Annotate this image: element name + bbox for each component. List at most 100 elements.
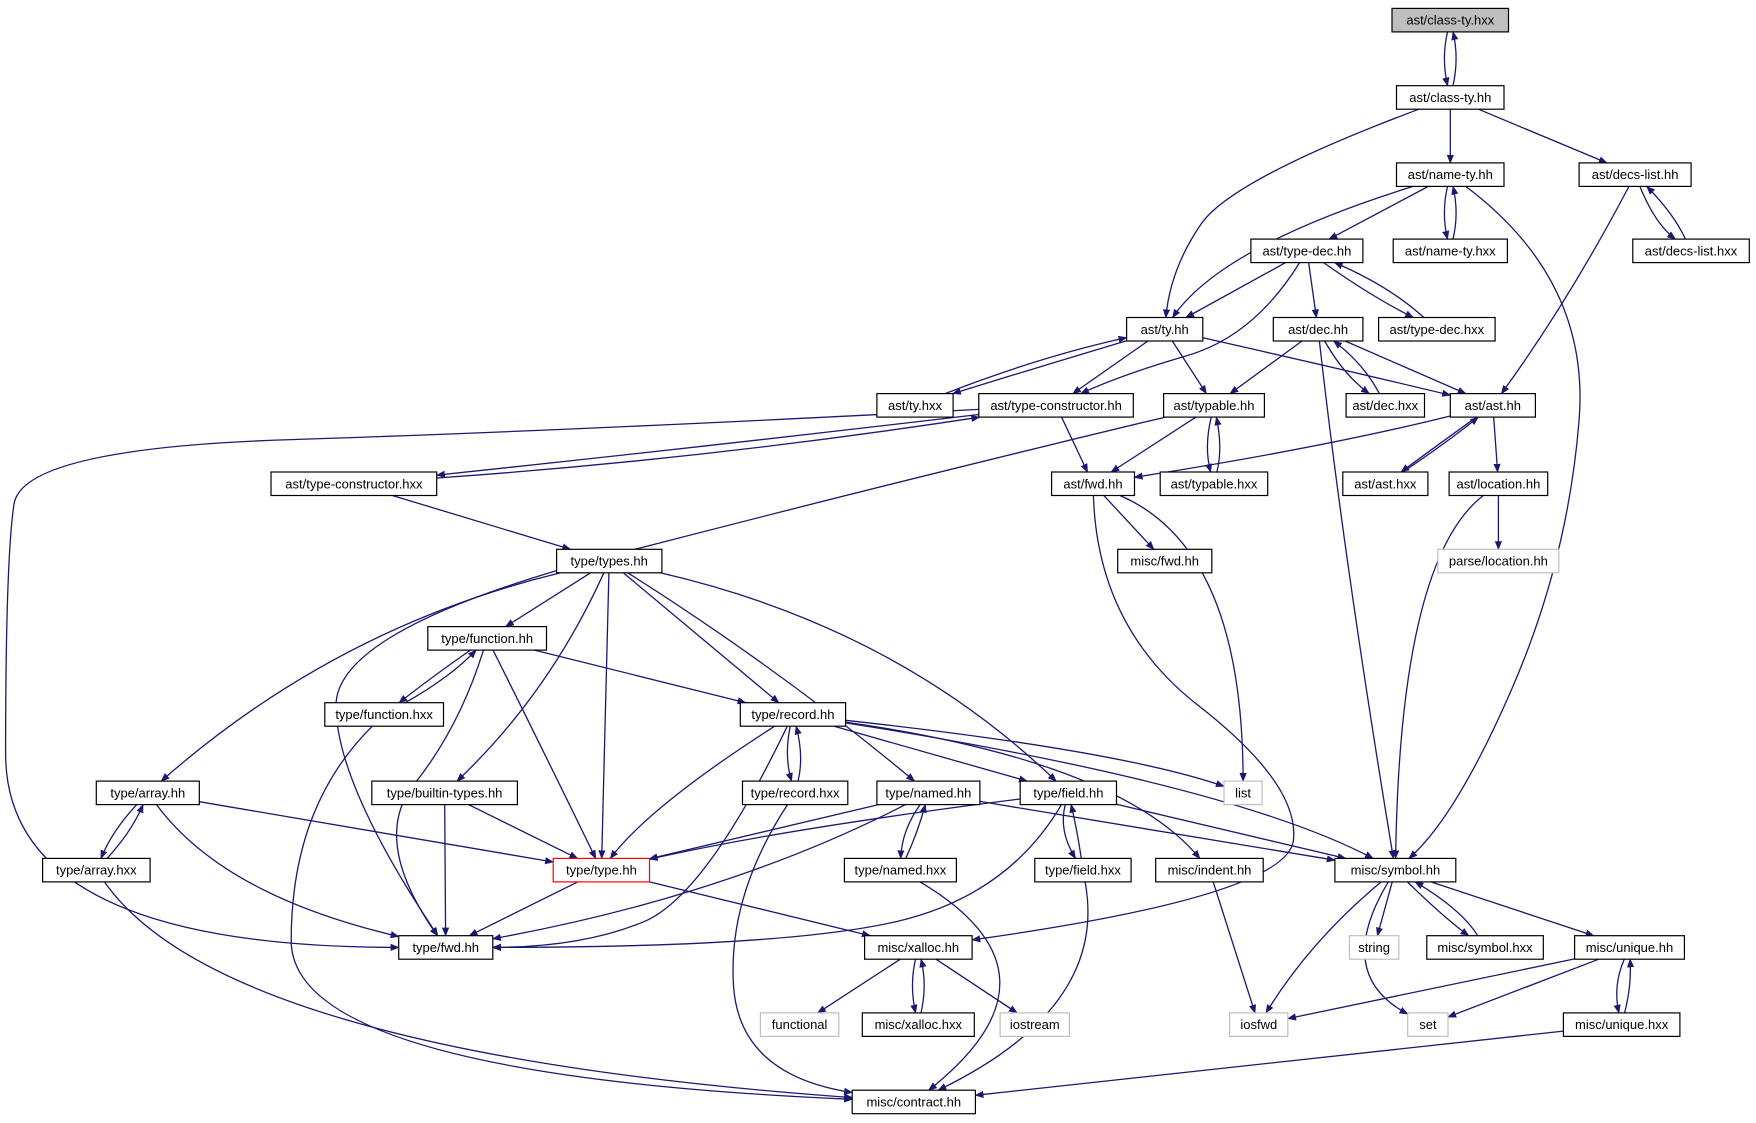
edge-record_hxx-to-record_hh — [794, 725, 802, 782]
edge-record_hh-to-type_hh — [609, 725, 775, 860]
edge-record_hh-to-field_hh — [834, 725, 1028, 783]
node-box — [1573, 935, 1685, 960]
edge-typable_hh-to-typable_hxx — [1205, 417, 1212, 473]
node-box — [1117, 548, 1213, 574]
node-label: misc/indent.hh — [1168, 863, 1252, 878]
node-field-hh[interactable]: type/field.hh — [1019, 780, 1118, 806]
node-type-hh[interactable]: type/type.hh — [552, 857, 651, 883]
node-function-hh[interactable]: type/function.hh — [427, 625, 548, 651]
edge-named_hh-to-symbol_hh — [979, 800, 1336, 863]
edge-typable_hh-to-ast_fwd_hh — [1110, 416, 1197, 473]
edge-array_hxx-to-contract_hh — [103, 881, 854, 1101]
edge-field_hxx-to-contract_hh — [937, 881, 1089, 1091]
node-label: type/types.hh — [571, 554, 648, 569]
node-misc-fwd-hh[interactable]: misc/fwd.hh — [1117, 548, 1213, 574]
edge-symbol_hh-to-unique_hh — [1430, 881, 1595, 937]
node-array-hh[interactable]: type/array.hh — [95, 780, 200, 806]
node-iosfwd[interactable]: iosfwd — [1228, 1012, 1289, 1038]
node-function-hxx[interactable]: type/function.hxx — [324, 702, 445, 727]
node-named-hh[interactable]: type/named.hh — [876, 780, 981, 806]
node-string[interactable]: string — [1348, 935, 1400, 960]
node-list[interactable]: list — [1223, 780, 1263, 806]
node-ty-hxx[interactable]: ast/ty.hxx — [876, 393, 954, 418]
node-label: ast/dec.hh — [1288, 322, 1348, 337]
edge-type_constructor_hh-to-type_constructor_hxx — [435, 413, 979, 478]
node-class-ty-hh[interactable]: ast/class-ty.hh — [1395, 85, 1505, 110]
node-indent-hh[interactable]: misc/indent.hh — [1155, 857, 1264, 883]
node-label: misc/xalloc.hxx — [875, 1017, 963, 1032]
edge-function_hh-to-function_hxx — [398, 649, 471, 704]
node-record-hxx[interactable]: type/record.hxx — [741, 780, 849, 806]
node-builtin-types-hh[interactable]: type/builtin-types.hh — [371, 780, 518, 806]
node-label: ast/type-dec.hxx — [1389, 322, 1484, 337]
edge-decs_list_hxx-to-decs_list_hh — [1646, 185, 1687, 240]
node-symbol-hh[interactable]: misc/symbol.hh — [1334, 857, 1457, 883]
node-box — [1578, 162, 1692, 187]
node-location-hh[interactable]: ast/location.hh — [1448, 471, 1549, 497]
node-types-hh[interactable]: type/types.hh — [555, 548, 663, 574]
node-named-hxx[interactable]: type/named.hxx — [843, 857, 958, 883]
node-record-hh[interactable]: type/record.hh — [739, 702, 847, 727]
node-xalloc-hxx[interactable]: misc/xalloc.hxx — [861, 1012, 975, 1038]
node-name-ty-hxx[interactable]: ast/name-ty.hxx — [1392, 238, 1508, 264]
node-typable-hxx[interactable]: ast/typable.hxx — [1159, 471, 1269, 497]
edge-unique_hxx-to-contract_hh — [974, 1030, 1564, 1098]
node-parse-location-hh[interactable]: parse/location.hh — [1437, 548, 1560, 574]
edge-symbol_hh-to-symbol_hxx — [1406, 881, 1470, 937]
edge-symbol_hh-to-set — [1363, 881, 1409, 1015]
node-type-dec-hxx[interactable]: ast/type-dec.hxx — [1377, 316, 1496, 342]
node-label: type/builtin-types.hh — [387, 785, 503, 800]
node-symbol-hxx[interactable]: misc/symbol.hxx — [1426, 935, 1544, 960]
edge-function_hh-to-record_hh — [534, 649, 747, 705]
node-box — [1395, 162, 1505, 187]
edge-dec_hh-to-ast_hh — [1344, 340, 1467, 395]
node-dec-hh[interactable]: ast/dec.hh — [1272, 316, 1364, 342]
node-contract-hh[interactable]: misc/contract.hh — [851, 1089, 977, 1115]
node-decs-list-hxx[interactable]: ast/decs-list.hxx — [1632, 238, 1750, 264]
edge-unique_hh-to-unique_hxx — [1613, 958, 1625, 1014]
node-ast-hxx[interactable]: ast/ast.hxx — [1342, 471, 1429, 497]
node-box — [270, 471, 438, 497]
edge-named_hxx-to-contract_hh — [919, 881, 1001, 1091]
node-iostream[interactable]: iostream — [999, 1012, 1071, 1038]
node-unique-hxx[interactable]: misc/unique.hxx — [1562, 1012, 1681, 1038]
node-decs-list-hh[interactable]: ast/decs-list.hh — [1578, 162, 1692, 187]
edge-type_constructor_hxx-to-types_hh — [392, 494, 572, 551]
edge-type_dec_hh-to-ty_hh — [1185, 262, 1286, 319]
node-array-hxx[interactable]: type/array.hxx — [41, 857, 151, 883]
node-field-hxx[interactable]: type/field.hxx — [1034, 857, 1132, 883]
edge-name_ty_hxx-to-name_ty_hh — [1451, 185, 1459, 240]
node-label: type/array.hxx — [56, 863, 137, 878]
node-type-constructor-hxx[interactable]: ast/type-constructor.hxx — [270, 471, 438, 497]
node-label: type/record.hxx — [751, 785, 840, 800]
node-name-ty-hh[interactable]: ast/name-ty.hh — [1395, 162, 1505, 187]
edge-ast_hh-to-ast_hxx — [1400, 416, 1477, 473]
node-xalloc-hh[interactable]: misc/xalloc.hh — [863, 935, 973, 960]
node-functional[interactable]: functional — [759, 1012, 840, 1038]
edge-decs_list_hh-to-ast_hh — [1500, 186, 1630, 395]
node-type-dec-hh[interactable]: ast/type-dec.hh — [1250, 238, 1364, 264]
edge-location_hh-to-symbol_hh — [1392, 495, 1484, 860]
edge-function_hxx-to-function_hh — [404, 649, 477, 704]
edge-ty_hh-to-typable_hh — [1171, 340, 1207, 395]
edge-dec_hh-to-symbol_hh — [1318, 340, 1396, 860]
node-ast-fwd-hh[interactable]: ast/fwd.hh — [1050, 471, 1136, 497]
node-set[interactable]: set — [1407, 1012, 1449, 1038]
node-typable-hh[interactable]: ast/typable.hh — [1162, 393, 1265, 418]
edge-types_hh-to-builtin_types_hh — [456, 572, 605, 782]
node-dec-hxx[interactable]: ast/dec.hxx — [1345, 393, 1426, 418]
node-box — [876, 393, 954, 418]
edge-dec_hh-to-typable_hh — [1229, 340, 1303, 395]
node-class-ty-hxx[interactable]: ast/class-ty.hxx — [1391, 7, 1510, 33]
node-unique-hh[interactable]: misc/unique.hh — [1573, 935, 1685, 960]
node-ty-hh[interactable]: ast/ty.hh — [1125, 316, 1204, 342]
edge-function_hxx-to-contract_hh — [290, 725, 854, 1103]
node-box — [1223, 780, 1263, 806]
node-box — [1426, 935, 1544, 960]
node-type-fwd-hh[interactable]: type/fwd.hh — [398, 935, 494, 960]
edge-field_hh-to-type_fwd_hh — [491, 804, 1063, 951]
edge-types_hh-to-array_hh — [160, 572, 561, 782]
node-box — [95, 780, 200, 806]
node-type-constructor-hh[interactable]: ast/type-constructor.hh — [978, 393, 1134, 418]
node-ast-hh[interactable]: ast/ast.hh — [1449, 393, 1537, 418]
